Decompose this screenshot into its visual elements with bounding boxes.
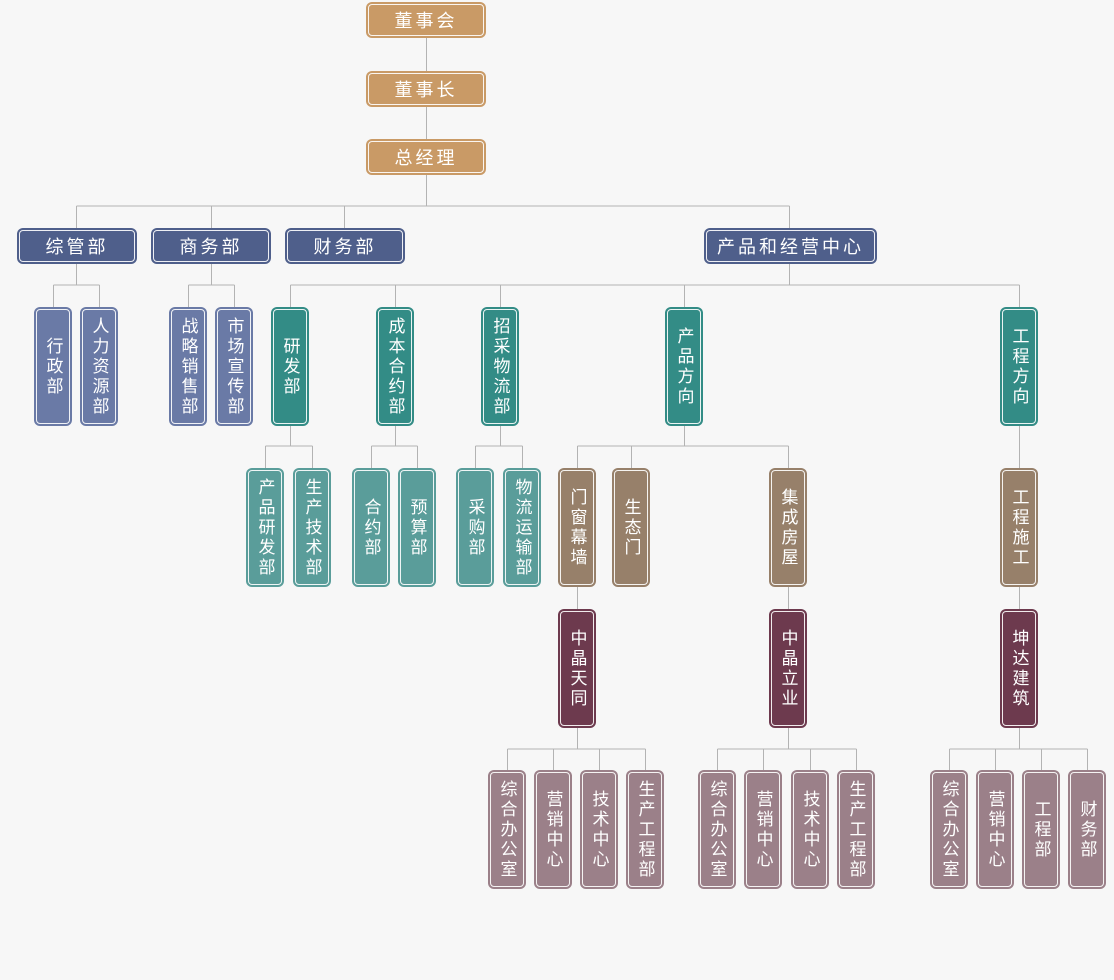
general-manager-node[interactable]: 总经理 xyxy=(366,139,486,175)
tiantong-production-node[interactable]: 生产工程部 xyxy=(626,770,664,889)
general-manager-label: 总经理 xyxy=(394,148,458,169)
shangwu-dept-node[interactable]: 商务部 xyxy=(151,228,271,264)
tiantong-tech-label: 技术中心 xyxy=(588,789,609,870)
wuliu-label: 物流运输部 xyxy=(511,477,532,578)
yusuan-label: 预算部 xyxy=(406,497,427,558)
heyue-label: 合约部 xyxy=(360,497,381,558)
caigou-label: 采购部 xyxy=(464,497,485,558)
chengben-label: 成本合约部 xyxy=(384,316,405,417)
product-center-node[interactable]: 产品和经营中心 xyxy=(704,228,877,264)
menchuang-label: 门窗幕墙 xyxy=(566,487,587,568)
kunda-engineering-label: 工程部 xyxy=(1030,799,1051,860)
wuliu-node[interactable]: 物流运输部 xyxy=(503,468,541,587)
zongguan-dept-node[interactable]: 综管部 xyxy=(17,228,137,264)
board-label: 董事会 xyxy=(394,11,458,32)
liye-marketing-label: 营销中心 xyxy=(752,789,773,870)
xingzheng-label: 行政部 xyxy=(42,336,63,397)
shangwu-dept-label: 商务部 xyxy=(179,237,243,258)
kunda-finance-label: 财务部 xyxy=(1076,799,1097,860)
liye-office-label: 综合办公室 xyxy=(706,779,727,880)
product-direction-label: 产品方向 xyxy=(673,326,694,407)
kunda-label: 坤达建筑 xyxy=(1008,628,1029,709)
chanpin-yanfa-label: 产品研发部 xyxy=(254,477,275,578)
liye-production-node[interactable]: 生产工程部 xyxy=(837,770,875,889)
engineering-direction-node[interactable]: 工程方向 xyxy=(1000,307,1038,426)
yusuan-node[interactable]: 预算部 xyxy=(398,468,436,587)
yanfa-node[interactable]: 研发部 xyxy=(271,307,309,426)
tiantong-marketing-label: 营销中心 xyxy=(542,789,563,870)
zhongjing-tiantong-node[interactable]: 中晶天同 xyxy=(558,609,596,728)
kunda-office-label: 综合办公室 xyxy=(938,779,959,880)
zhaocai-node[interactable]: 招采物流部 xyxy=(481,307,519,426)
kunda-marketing-node[interactable]: 营销中心 xyxy=(976,770,1014,889)
shichang-node[interactable]: 市场宣传部 xyxy=(215,307,253,426)
tiantong-production-label: 生产工程部 xyxy=(634,779,655,880)
gongcheng-shigong-label: 工程施工 xyxy=(1008,487,1029,568)
zhaocai-label: 招采物流部 xyxy=(489,316,510,417)
tiantong-office-label: 综合办公室 xyxy=(496,779,517,880)
renli-label: 人力资源部 xyxy=(88,316,109,417)
zongguan-dept-label: 综管部 xyxy=(45,237,109,258)
heyue-node[interactable]: 合约部 xyxy=(352,468,390,587)
zhongjing-tiantong-label: 中晶天同 xyxy=(566,628,587,709)
zhongjing-liye-label: 中晶立业 xyxy=(777,628,798,709)
kunda-marketing-label: 营销中心 xyxy=(984,789,1005,870)
shengtai-node[interactable]: 生态门 xyxy=(612,468,650,587)
gongcheng-shigong-node[interactable]: 工程施工 xyxy=(1000,468,1038,587)
menchuang-node[interactable]: 门窗幕墙 xyxy=(558,468,596,587)
zhanlue-label: 战略销售部 xyxy=(177,316,198,417)
yanfa-label: 研发部 xyxy=(279,336,300,397)
tiantong-tech-node[interactable]: 技术中心 xyxy=(580,770,618,889)
board-node[interactable]: 董事会 xyxy=(366,2,486,38)
caigou-node[interactable]: 采购部 xyxy=(456,468,494,587)
xingzheng-node[interactable]: 行政部 xyxy=(34,307,72,426)
jicheng-label: 集成房屋 xyxy=(777,487,798,568)
shengchan-jishu-label: 生产技术部 xyxy=(301,477,322,578)
kunda-engineering-node[interactable]: 工程部 xyxy=(1022,770,1060,889)
jicheng-node[interactable]: 集成房屋 xyxy=(769,468,807,587)
zhongjing-liye-node[interactable]: 中晶立业 xyxy=(769,609,807,728)
chengben-node[interactable]: 成本合约部 xyxy=(376,307,414,426)
shengtai-label: 生态门 xyxy=(620,497,641,558)
kunda-office-node[interactable]: 综合办公室 xyxy=(930,770,968,889)
tiantong-office-node[interactable]: 综合办公室 xyxy=(488,770,526,889)
caiwu-dept-label: 财务部 xyxy=(313,237,377,258)
shengchan-jishu-node[interactable]: 生产技术部 xyxy=(293,468,331,587)
kunda-node[interactable]: 坤达建筑 xyxy=(1000,609,1038,728)
liye-tech-node[interactable]: 技术中心 xyxy=(791,770,829,889)
liye-production-label: 生产工程部 xyxy=(845,779,866,880)
renli-node[interactable]: 人力资源部 xyxy=(80,307,118,426)
zhanlue-node[interactable]: 战略销售部 xyxy=(169,307,207,426)
caiwu-dept-node[interactable]: 财务部 xyxy=(285,228,405,264)
chairman-label: 董事长 xyxy=(394,80,458,101)
liye-tech-label: 技术中心 xyxy=(799,789,820,870)
tiantong-marketing-node[interactable]: 营销中心 xyxy=(534,770,572,889)
product-direction-node[interactable]: 产品方向 xyxy=(665,307,703,426)
chanpin-yanfa-node[interactable]: 产品研发部 xyxy=(246,468,284,587)
liye-marketing-node[interactable]: 营销中心 xyxy=(744,770,782,889)
engineering-direction-label: 工程方向 xyxy=(1008,326,1029,407)
liye-office-node[interactable]: 综合办公室 xyxy=(698,770,736,889)
kunda-finance-node[interactable]: 财务部 xyxy=(1068,770,1106,889)
shichang-label: 市场宣传部 xyxy=(223,316,244,417)
chairman-node[interactable]: 董事长 xyxy=(366,71,486,107)
product-center-label: 产品和经营中心 xyxy=(717,237,864,258)
